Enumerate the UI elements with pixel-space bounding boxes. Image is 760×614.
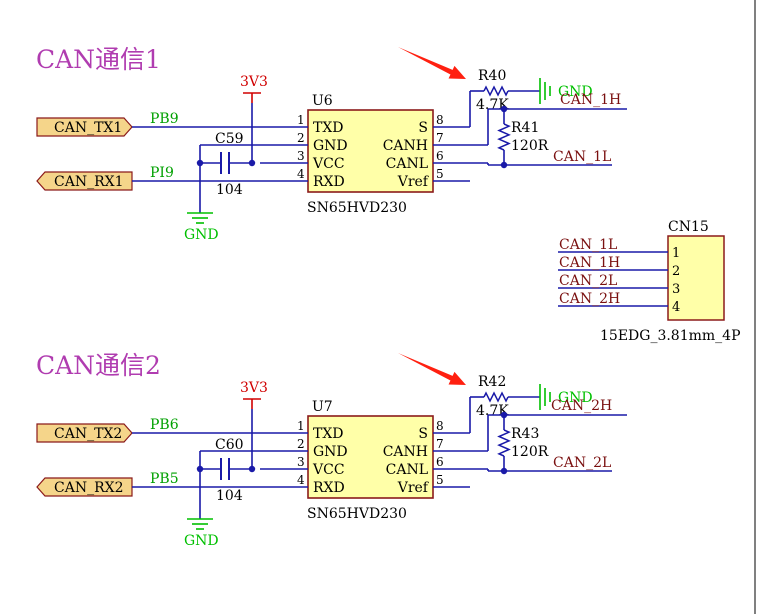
pin-number: 4: [297, 167, 305, 181]
port-can-rx2: [36, 477, 133, 497]
signal-net-label: PI9: [150, 165, 174, 181]
connector-pin-number: 3: [672, 282, 680, 297]
capacitor-value: 104: [216, 488, 243, 504]
ground-icon: [187, 212, 213, 224]
connector-part: 15EDG_3.81mm_4P: [600, 328, 741, 344]
pin-number: 5: [436, 473, 444, 487]
port-label: CAN_RX1: [54, 174, 124, 190]
chip-body: [307, 415, 434, 499]
chip-part-number: SN65HVD230: [307, 506, 407, 522]
connector-net-label: CAN_1H: [559, 255, 620, 271]
resistor-symbol: [483, 391, 509, 403]
pin-number: 8: [436, 113, 444, 127]
port-label: CAN_TX1: [54, 120, 122, 136]
connector-pin-number: 2: [672, 264, 680, 279]
port-can-rx1: [36, 171, 133, 191]
signal-net-label: PB9: [150, 111, 179, 127]
ground-label: GND: [184, 533, 219, 549]
chip-ref: U7: [312, 399, 333, 415]
connector-net-label: CAN_2H: [559, 291, 620, 307]
pin-name: CANH: [383, 138, 428, 154]
power-label: 3V3: [240, 380, 268, 396]
resistor-value: 120R: [511, 444, 549, 460]
connector-cn15: CN15 15EDG_3.81mm_4P 1CAN_1L2CAN_1H3CAN_…: [558, 219, 741, 344]
chip-ref: U6: [312, 93, 333, 109]
net-label-canh: CAN_1H: [560, 92, 621, 108]
port-can-tx1: [36, 117, 133, 137]
connector-net-label: CAN_1L: [559, 237, 617, 253]
resistor-value: 120R: [511, 138, 549, 154]
pin-number: 5: [436, 167, 444, 181]
pin-name: TXD: [313, 426, 344, 442]
pin-name: S: [418, 120, 428, 136]
pointer-arrow-icon: [398, 353, 466, 385]
signal-net-label: PB5: [150, 471, 179, 487]
pin-name: CANL: [386, 462, 428, 478]
pin-number: 6: [436, 455, 444, 469]
pin-number: 3: [297, 149, 305, 163]
pin-name: Vref: [397, 174, 430, 190]
pin-name: GND: [313, 138, 348, 154]
chip-body: [307, 109, 434, 193]
pin-name: CANH: [383, 444, 428, 460]
pointer-arrow-icon: [398, 47, 466, 79]
resistor-ref: R40: [478, 68, 506, 84]
connector-pin-number: 1: [672, 246, 680, 261]
pin-name: RXD: [313, 174, 345, 190]
pin-number: 2: [297, 131, 305, 145]
pin-name: RXD: [313, 480, 345, 496]
pin-name: VCC: [312, 462, 345, 478]
pin-number: 6: [436, 149, 444, 163]
pin-name: VCC: [312, 156, 345, 172]
connector-ref: CN15: [668, 219, 709, 235]
connector-net-label: CAN_2L: [559, 273, 617, 289]
resistor-ref: R42: [478, 374, 506, 390]
ground-icon: [539, 384, 551, 410]
block-title: CAN通信1: [36, 45, 161, 74]
pin-name: S: [418, 426, 428, 442]
resistor-symbol: [497, 429, 511, 457]
ground-label: GND: [558, 84, 593, 100]
capacitor-value: 104: [216, 182, 243, 198]
ground-label: GND: [558, 390, 593, 406]
resistor-ref: R43: [511, 426, 539, 442]
pin-name: Vref: [397, 480, 430, 496]
signal-net-label: PB6: [150, 417, 179, 433]
capacitor-ref: C60: [215, 437, 244, 453]
net-label-canl: CAN_2L: [553, 455, 611, 471]
pin-number: 3: [297, 455, 305, 469]
pin-name: CANL: [386, 156, 428, 172]
port-can-tx2: [36, 423, 133, 443]
net-label-canl: CAN_1L: [553, 149, 611, 165]
resistor-ref: R41: [511, 120, 539, 136]
pin-number: 7: [436, 437, 444, 451]
port-label: CAN_RX2: [54, 480, 124, 496]
pin-number: 1: [297, 419, 305, 433]
ground-icon: [187, 518, 213, 530]
net-label-canh: CAN_2H: [551, 398, 612, 414]
resistor-symbol: [483, 85, 509, 97]
pin-number: 1: [297, 113, 305, 127]
connector-pin-number: 4: [672, 300, 680, 315]
pin-number: 2: [297, 437, 305, 451]
connector-body: [667, 235, 725, 321]
resistor-symbol: [497, 123, 511, 151]
ground-label: GND: [184, 227, 219, 243]
port-label: CAN_TX2: [54, 426, 122, 442]
pin-number: 7: [436, 131, 444, 145]
pin-number: 4: [297, 473, 305, 487]
capacitor-ref: C59: [215, 131, 244, 147]
block-title: CAN通信2: [36, 351, 161, 380]
pin-name: TXD: [313, 120, 344, 136]
pin-name: GND: [313, 444, 348, 460]
ground-icon: [539, 78, 551, 104]
pin-number: 8: [436, 419, 444, 433]
power-label: 3V3: [240, 74, 268, 90]
chip-part-number: SN65HVD230: [307, 200, 407, 216]
